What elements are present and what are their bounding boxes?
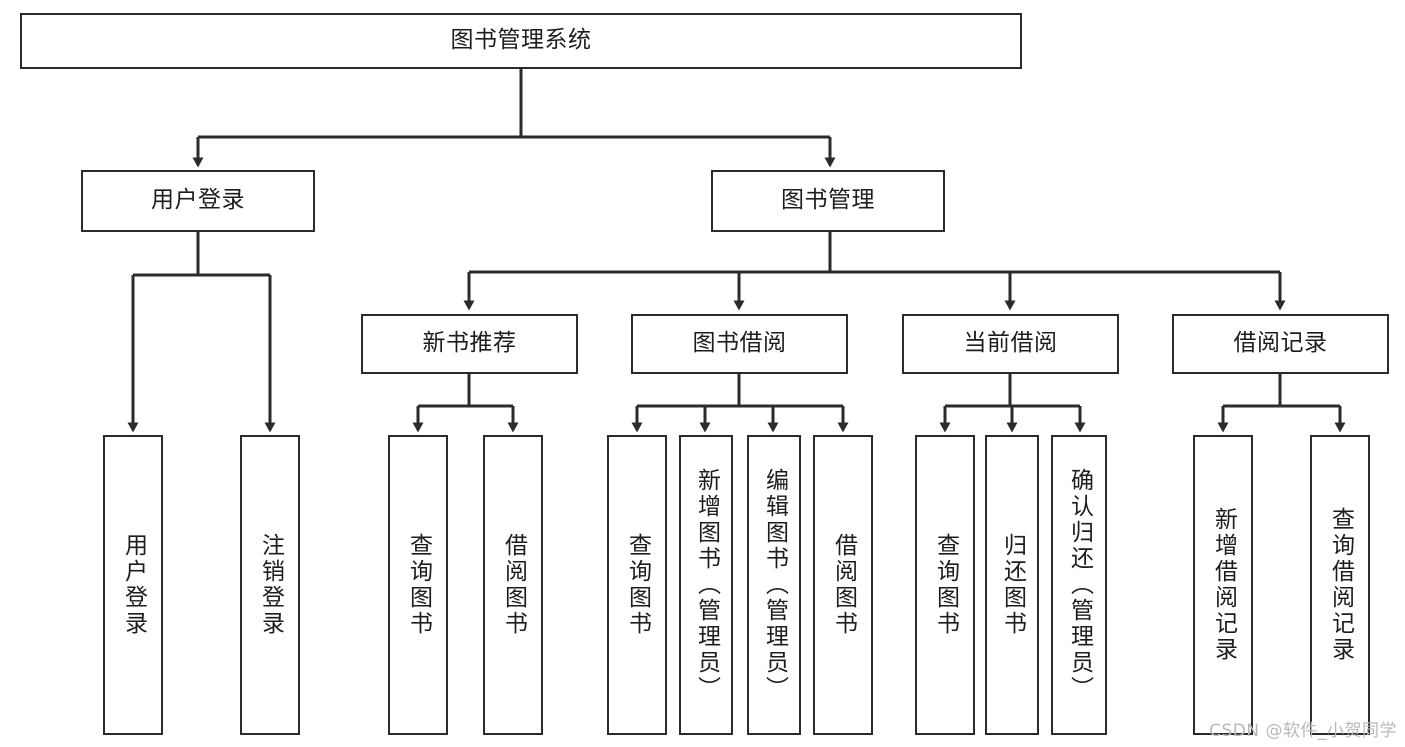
node-leaf-book-borrow-3[interactable]: 编辑图书（管理员）: [747, 435, 801, 735]
node-leaf-book-borrow-1[interactable]: 查询图书: [607, 435, 667, 735]
node-leaf-current-borrow-3-label: 确认归还（管理员）: [1066, 468, 1093, 702]
node-book-borrow[interactable]: 图书借阅: [631, 314, 848, 374]
node-user-login[interactable]: 用户登录: [81, 170, 315, 232]
node-current-borrow[interactable]: 当前借阅: [902, 314, 1119, 374]
node-leaf-book-borrow-4[interactable]: 借阅图书: [813, 435, 873, 735]
csdn-watermark: CSDN @软件_小贺同学: [1209, 721, 1397, 741]
node-borrow-record-label: 借阅记录: [1233, 330, 1328, 357]
node-new-book-rec-label: 新书推荐: [422, 330, 517, 357]
node-leaf-current-borrow-2-label: 归还图书: [999, 533, 1026, 637]
node-leaf-user-login-2[interactable]: 注销登录: [240, 435, 300, 735]
node-book-manage[interactable]: 图书管理: [711, 170, 945, 232]
node-leaf-new-book-rec-1-label: 查询图书: [405, 533, 432, 637]
node-leaf-book-borrow-3-label: 编辑图书（管理员）: [761, 468, 788, 702]
node-user-login-label: 用户登录: [151, 187, 245, 214]
node-leaf-user-login-1-label: 用户登录: [120, 533, 147, 637]
node-leaf-borrow-record-2-label: 查询借阅记录: [1327, 507, 1354, 663]
node-leaf-current-borrow-1[interactable]: 查询图书: [915, 435, 975, 735]
node-leaf-borrow-record-2[interactable]: 查询借阅记录: [1310, 435, 1370, 735]
node-new-book-rec[interactable]: 新书推荐: [361, 314, 578, 374]
node-root[interactable]: 图书管理系统: [20, 13, 1022, 69]
node-leaf-user-login-1[interactable]: 用户登录: [103, 435, 163, 735]
node-leaf-current-borrow-2[interactable]: 归还图书: [985, 435, 1039, 735]
node-leaf-book-borrow-2[interactable]: 新增图书（管理员）: [679, 435, 733, 735]
node-leaf-current-borrow-3[interactable]: 确认归还（管理员）: [1051, 435, 1107, 735]
node-leaf-borrow-record-1-label: 新增借阅记录: [1210, 507, 1237, 663]
node-leaf-user-login-2-label: 注销登录: [257, 533, 284, 637]
node-leaf-new-book-rec-2[interactable]: 借阅图书: [483, 435, 543, 735]
node-current-borrow-label: 当前借阅: [963, 330, 1058, 357]
node-book-manage-label: 图书管理: [781, 187, 875, 214]
node-leaf-borrow-record-1[interactable]: 新增借阅记录: [1193, 435, 1253, 735]
node-leaf-book-borrow-4-label: 借阅图书: [830, 533, 857, 637]
node-leaf-new-book-rec-2-label: 借阅图书: [500, 533, 527, 637]
node-leaf-book-borrow-1-label: 查询图书: [624, 533, 651, 637]
node-leaf-current-borrow-1-label: 查询图书: [932, 533, 959, 637]
node-borrow-record[interactable]: 借阅记录: [1172, 314, 1389, 374]
node-root-label: 图书管理系统: [450, 27, 592, 54]
node-leaf-book-borrow-2-label: 新增图书（管理员）: [693, 468, 720, 702]
node-leaf-new-book-rec-1[interactable]: 查询图书: [388, 435, 448, 735]
node-book-borrow-label: 图书借阅: [692, 330, 787, 357]
